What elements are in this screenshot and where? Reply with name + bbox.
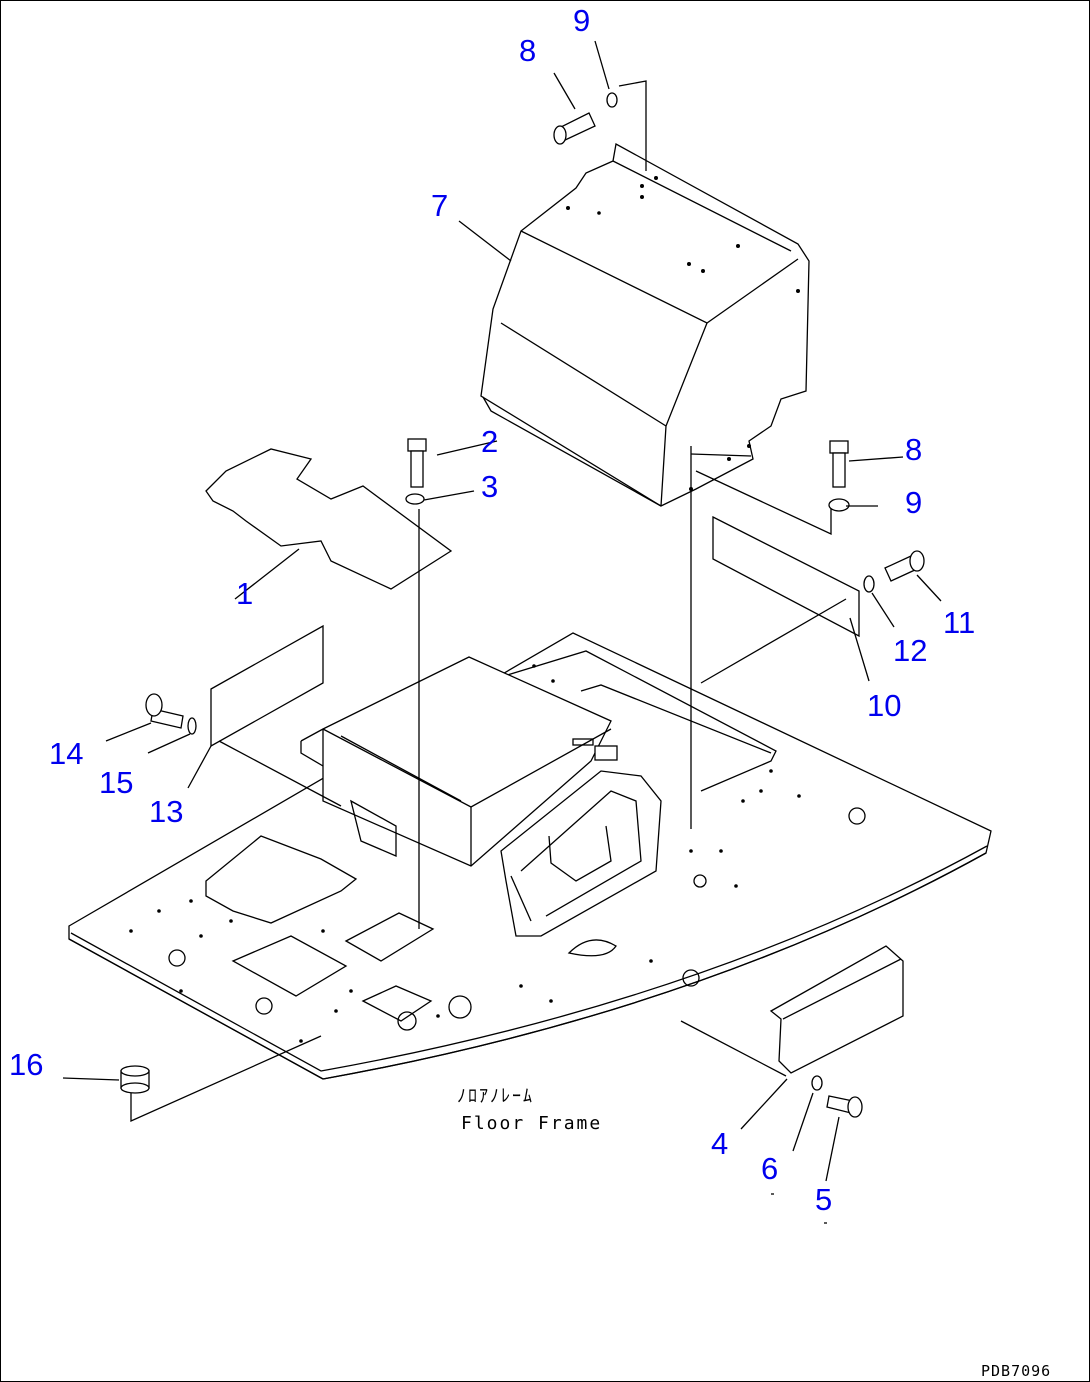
caption-english: Floor Frame <box>461 1113 602 1134</box>
callout-12: 12 <box>893 633 927 668</box>
washer-part-9-right <box>828 498 850 512</box>
caption-japanese: ﾉﾛｱﾉﾚｰﾑ <box>457 1086 534 1107</box>
bolt-part-8-right <box>829 440 849 488</box>
washer-part-12 <box>863 575 875 593</box>
callout-2: 2 <box>481 424 498 459</box>
cover-part-7 <box>480 142 810 507</box>
drawing-code: PDB7096 <box>981 1362 1051 1380</box>
callout-6: 6 <box>761 1151 778 1186</box>
callout-14: 14 <box>49 736 83 771</box>
callout-15: 15 <box>99 765 133 800</box>
bolt-part-11 <box>884 550 925 582</box>
floor-frame <box>68 632 992 1080</box>
callout-3: 3 <box>481 469 498 504</box>
callout-11: 11 <box>943 605 975 640</box>
callout-5: 5 <box>815 1182 832 1217</box>
callout-7: 7 <box>431 188 448 223</box>
callout-13: 13 <box>149 794 183 829</box>
callout-4: 4 <box>711 1126 728 1161</box>
cover-part-1 <box>205 448 453 590</box>
callout-16: 16 <box>9 1047 43 1082</box>
callouts: 1 2 3 4 5 6 7 8 8 9 9 10 11 12 13 14 15 … <box>9 3 975 1217</box>
callout-9-top: 9 <box>573 3 590 38</box>
callout-10: 10 <box>867 688 901 723</box>
callout-8-right: 8 <box>905 432 922 467</box>
bolt-part-14 <box>145 693 184 729</box>
washer-part-9-top <box>606 92 618 108</box>
washer-part-15 <box>187 717 197 735</box>
callout-1: 1 <box>236 576 253 611</box>
cap-part-16 <box>120 1065 150 1094</box>
bolt-part-5 <box>826 1095 863 1118</box>
assembly-lines <box>62 40 942 1224</box>
washer-part-6 <box>811 1075 823 1091</box>
cover-part-4 <box>769 945 904 1074</box>
washer-part-3 <box>405 493 425 505</box>
plate-part-10 <box>712 515 860 638</box>
bolt-part-8-top <box>553 112 596 145</box>
plate-part-13 <box>210 624 324 748</box>
callout-8-top: 8 <box>519 33 536 68</box>
callout-9-right: 9 <box>905 485 922 520</box>
bolt-part-2 <box>407 438 427 488</box>
